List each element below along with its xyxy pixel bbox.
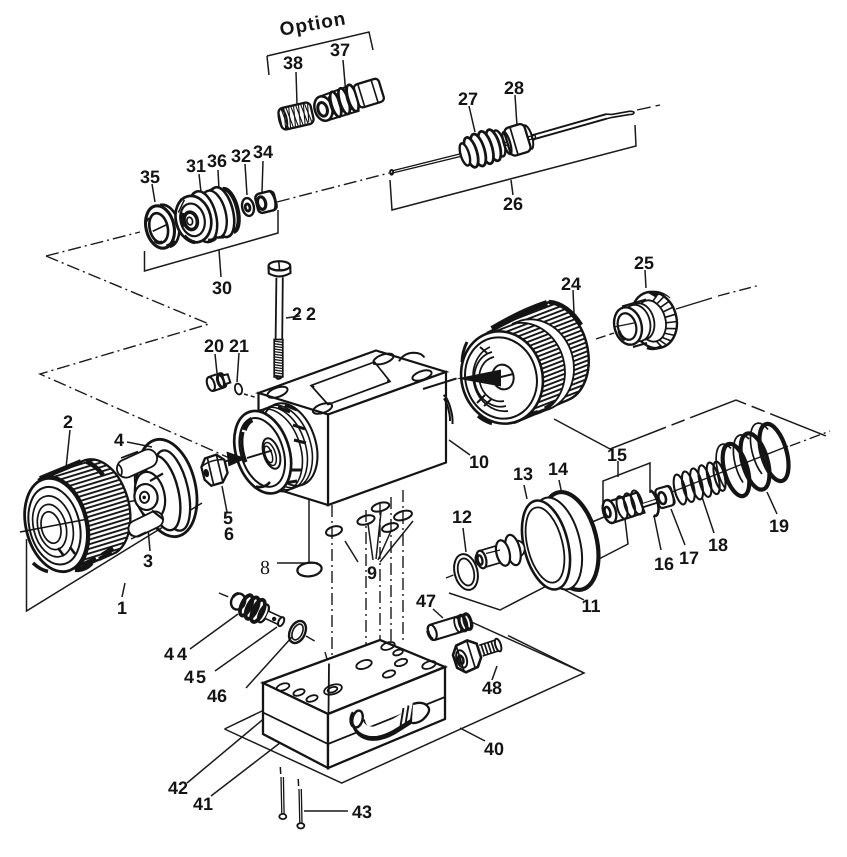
svg-text:25: 25 — [634, 253, 654, 273]
svg-text:18: 18 — [708, 535, 728, 555]
svg-text:3: 3 — [143, 551, 153, 571]
svg-text:35: 35 — [140, 167, 160, 187]
svg-text:19: 19 — [769, 516, 789, 536]
svg-text:2: 2 — [63, 412, 73, 432]
svg-text:12: 12 — [452, 507, 472, 527]
svg-text:44: 44 — [164, 644, 190, 664]
svg-text:28: 28 — [504, 78, 524, 98]
svg-text:26: 26 — [503, 194, 523, 214]
svg-text:43: 43 — [352, 802, 372, 822]
svg-text:46: 46 — [207, 686, 227, 706]
svg-text:11: 11 — [581, 596, 600, 616]
svg-text:31: 31 — [186, 156, 206, 176]
svg-text:27: 27 — [458, 89, 478, 109]
svg-text:14: 14 — [548, 459, 568, 479]
svg-text:9: 9 — [367, 563, 377, 583]
svg-text:45: 45 — [184, 667, 208, 687]
svg-text:15: 15 — [607, 445, 627, 465]
svg-text:20: 20 — [204, 336, 224, 356]
svg-text:47: 47 — [416, 591, 436, 611]
svg-text:10: 10 — [469, 452, 489, 472]
svg-text:1: 1 — [117, 598, 127, 618]
svg-text:24: 24 — [561, 274, 581, 294]
svg-text:22: 22 — [292, 304, 320, 324]
svg-text:40: 40 — [484, 739, 504, 759]
svg-text:6: 6 — [224, 524, 234, 544]
svg-text:36: 36 — [207, 151, 227, 171]
svg-text:41: 41 — [193, 794, 213, 814]
svg-text:5: 5 — [223, 508, 233, 528]
svg-text:16: 16 — [654, 554, 674, 574]
svg-text:34: 34 — [253, 142, 273, 162]
svg-text:4: 4 — [114, 430, 124, 450]
svg-text:48: 48 — [482, 678, 502, 698]
svg-text:17: 17 — [679, 548, 699, 568]
svg-text:21: 21 — [229, 336, 249, 356]
svg-text:30: 30 — [212, 278, 232, 298]
svg-text:13: 13 — [513, 464, 533, 484]
svg-text:8: 8 — [260, 557, 270, 579]
svg-text:38: 38 — [283, 53, 303, 73]
svg-text:42: 42 — [168, 778, 188, 798]
svg-text:32: 32 — [231, 146, 251, 166]
svg-text:37: 37 — [330, 40, 350, 60]
